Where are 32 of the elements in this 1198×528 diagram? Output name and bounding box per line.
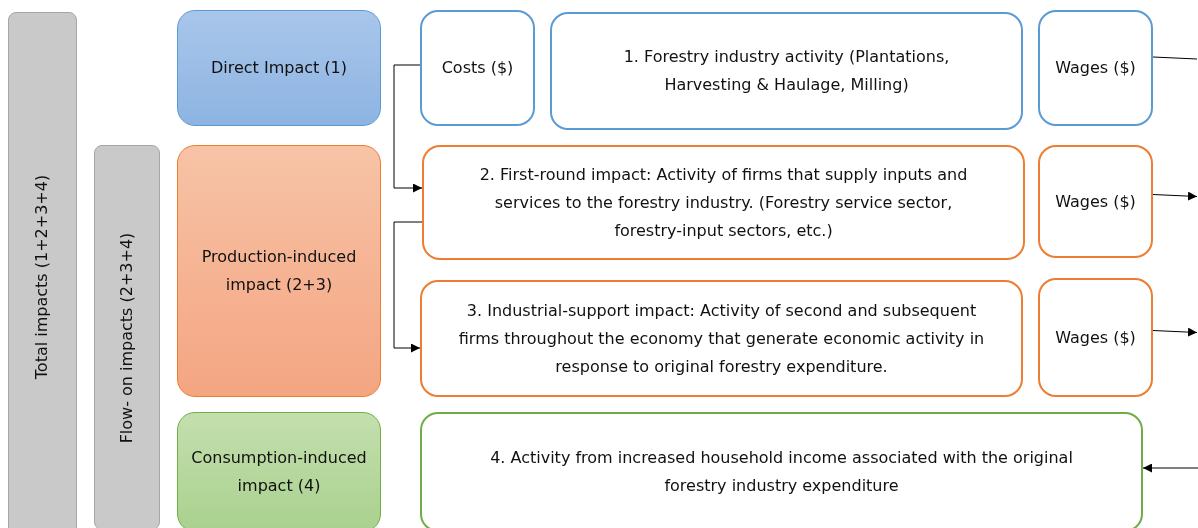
- arrow: [1152, 327, 1198, 337]
- box-text: Wages ($): [1055, 190, 1136, 213]
- box-text: Wages ($): [1055, 326, 1136, 349]
- box-text: Wages ($): [1055, 57, 1136, 79]
- arrow: [1142, 463, 1198, 473]
- box-text: 4. Activity from increased household income associated with the original forestry industry expenditure: [489, 447, 1074, 497]
- costs-box: [420, 10, 535, 126]
- box-text: Direct Impact (1): [210, 57, 348, 79]
- box-text: 1. Forestry industry activity (Plantations, Harvesting & Haulage, Milling): [622, 46, 951, 96]
- rotated-label: Flow- on impacts (2+3+4): [116, 232, 137, 443]
- arrow: [393, 64, 423, 193]
- impact-category-box: [177, 145, 381, 397]
- wages-box: [1038, 145, 1153, 258]
- impact-category-box: [177, 412, 381, 528]
- connector-line: [1152, 56, 1198, 60]
- wages-box: [1038, 278, 1153, 397]
- arrow: [393, 221, 423, 353]
- flow-on-impacts-bar: [94, 145, 160, 528]
- box-text: Consumption-induced impact (4): [190, 447, 368, 497]
- box-text: 2. First-round impact: Activity of firms that supply inputs and services to the forestry industry. (Forestry service sector, forestry-input sectors, etc.): [478, 163, 969, 242]
- box-text: 3. Industrial-support impact: Activity of second and subsequent firms throughout the economy that generate economic activity in response to original forestry expenditure.: [457, 299, 986, 378]
- activity-box: [550, 12, 1023, 130]
- total-impacts-bar: [8, 12, 77, 528]
- box-text: Costs ($): [441, 57, 514, 79]
- box-text: Production-induced impact (2+3): [200, 246, 358, 296]
- impact-category-box: [177, 10, 381, 126]
- wages-box: [1038, 10, 1153, 126]
- rotated-label: Total impacts (1+2+3+4): [31, 174, 53, 380]
- activity-box: [420, 412, 1143, 528]
- activity-box: [420, 280, 1023, 397]
- activity-box: [422, 145, 1025, 260]
- arrow: [1152, 191, 1198, 201]
